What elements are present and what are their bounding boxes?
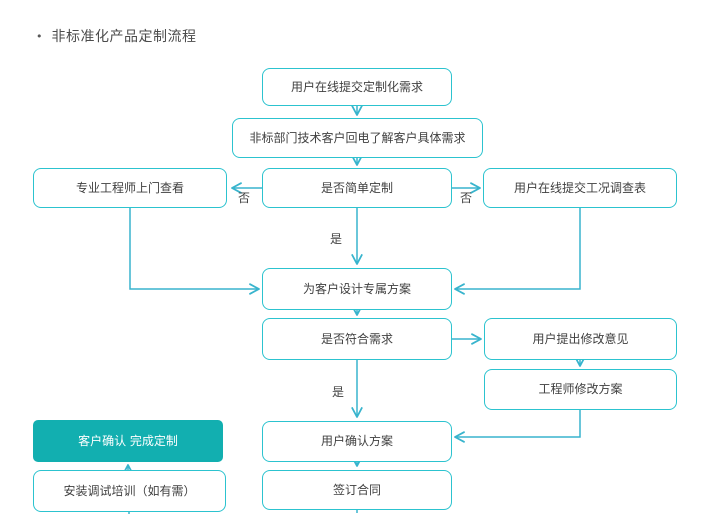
node-user-feedback: 用户提出修改意见 bbox=[484, 318, 677, 360]
edge-survey-to-design bbox=[454, 208, 581, 295]
node-submit-request: 用户在线提交定制化需求 bbox=[262, 68, 452, 106]
node-survey-form: 用户在线提交工况调查表 bbox=[483, 168, 677, 208]
node-sign-contract: 签订合同 bbox=[262, 470, 452, 510]
edge-label-no-left: 否 bbox=[237, 191, 250, 205]
edge-visit-to-design bbox=[129, 208, 260, 295]
edge-label-yes-low: 是 bbox=[331, 385, 344, 399]
node-engineer-revise: 工程师修改方案 bbox=[484, 369, 677, 410]
node-custom-complete: 客户确认 完成定制 bbox=[33, 420, 223, 462]
node-simple-decision: 是否简单定制 bbox=[262, 168, 452, 208]
page-title: 非标准化产品定制流程 bbox=[51, 29, 197, 45]
node-engineer-visit: 专业工程师上门查看 bbox=[33, 168, 227, 208]
node-callback: 非标部门技术客户回电了解客户具体需求 bbox=[232, 118, 483, 158]
node-design-plan: 为客户设计专属方案 bbox=[262, 268, 452, 310]
edge-label-yes-mid: 是 bbox=[329, 232, 342, 246]
node-meets-needs: 是否符合需求 bbox=[262, 318, 452, 360]
slide-title-row: • 非标准化产品定制流程 bbox=[36, 26, 197, 46]
edge-revise-to-confirm bbox=[454, 410, 581, 443]
node-confirm-plan: 用户确认方案 bbox=[262, 421, 452, 462]
bullet-icon: • bbox=[36, 29, 43, 43]
node-install-training: 安装调试培训（如有需） bbox=[33, 470, 226, 512]
edge-label-no-right: 否 bbox=[459, 191, 472, 205]
